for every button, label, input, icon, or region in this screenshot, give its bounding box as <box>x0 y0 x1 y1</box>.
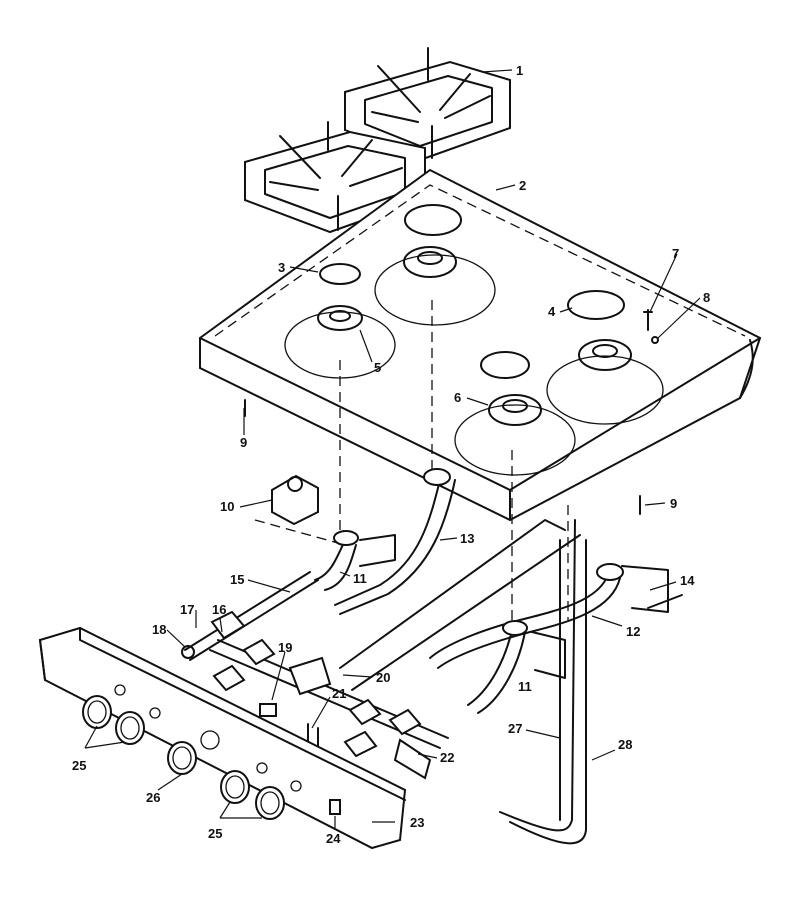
callout-16: 16 <box>212 602 226 617</box>
burner-cap-front-right <box>480 351 530 379</box>
callout-9-left: 9 <box>240 435 247 450</box>
callout-20: 20 <box>376 670 390 685</box>
burner-tube-11-right <box>467 620 566 714</box>
switch-24 <box>329 799 341 815</box>
burner-cap-small-front-left <box>319 263 361 285</box>
callout-14: 14 <box>680 573 695 588</box>
bracket-14 <box>647 594 683 609</box>
burner-tube-12 <box>429 563 669 669</box>
callout-labels: 1 2 3 4 5 6 7 8 9 9 10 11 11 12 13 14 15… <box>72 63 710 846</box>
burner-tube-13 <box>334 468 456 615</box>
control-panel <box>38 626 432 850</box>
callout-11-left: 11 <box>353 571 367 586</box>
callout-25-left: 25 <box>72 758 86 773</box>
callout-23: 23 <box>410 815 424 830</box>
callout-19: 19 <box>278 640 292 655</box>
clip-8 <box>651 336 659 344</box>
gas-tube-28 <box>351 534 587 845</box>
callout-11-right: 11 <box>518 679 532 694</box>
callout-15: 15 <box>230 572 244 587</box>
burner-cap-large-rear-left <box>404 204 462 236</box>
burner-left-rear <box>374 246 496 326</box>
callout-22: 22 <box>440 750 454 765</box>
callout-21: 21 <box>332 686 346 701</box>
callout-8: 8 <box>703 290 710 305</box>
callout-17: 17 <box>180 602 194 617</box>
callout-24: 24 <box>326 831 341 846</box>
callout-7: 7 <box>672 246 679 261</box>
callout-27: 27 <box>508 721 522 736</box>
burner-cap-rear-right <box>567 290 625 320</box>
alignment-lines <box>254 300 569 620</box>
cooktop <box>199 168 762 522</box>
callout-26: 26 <box>146 790 160 805</box>
burner-tube-11-left <box>314 530 396 591</box>
callout-6: 6 <box>454 390 461 405</box>
grate-right <box>344 47 511 162</box>
callout-1: 1 <box>516 63 523 78</box>
callout-2: 2 <box>519 178 526 193</box>
callout-10: 10 <box>220 499 234 514</box>
callout-12: 12 <box>626 624 640 639</box>
burner-right-front <box>454 394 576 476</box>
callout-13: 13 <box>460 531 474 546</box>
callout-28: 28 <box>618 737 632 752</box>
burner-right-rear <box>546 339 664 425</box>
leader-lines <box>84 69 701 828</box>
pressure-regulator <box>271 474 319 526</box>
callout-4: 4 <box>548 304 556 319</box>
callout-25-right: 25 <box>208 826 222 841</box>
callout-9-right: 9 <box>670 496 677 511</box>
gas-tube-27 <box>339 519 576 832</box>
callout-5: 5 <box>374 360 381 375</box>
callout-3: 3 <box>278 260 285 275</box>
knobs <box>82 684 341 820</box>
screw-7 <box>643 309 653 331</box>
callout-18: 18 <box>152 622 166 637</box>
